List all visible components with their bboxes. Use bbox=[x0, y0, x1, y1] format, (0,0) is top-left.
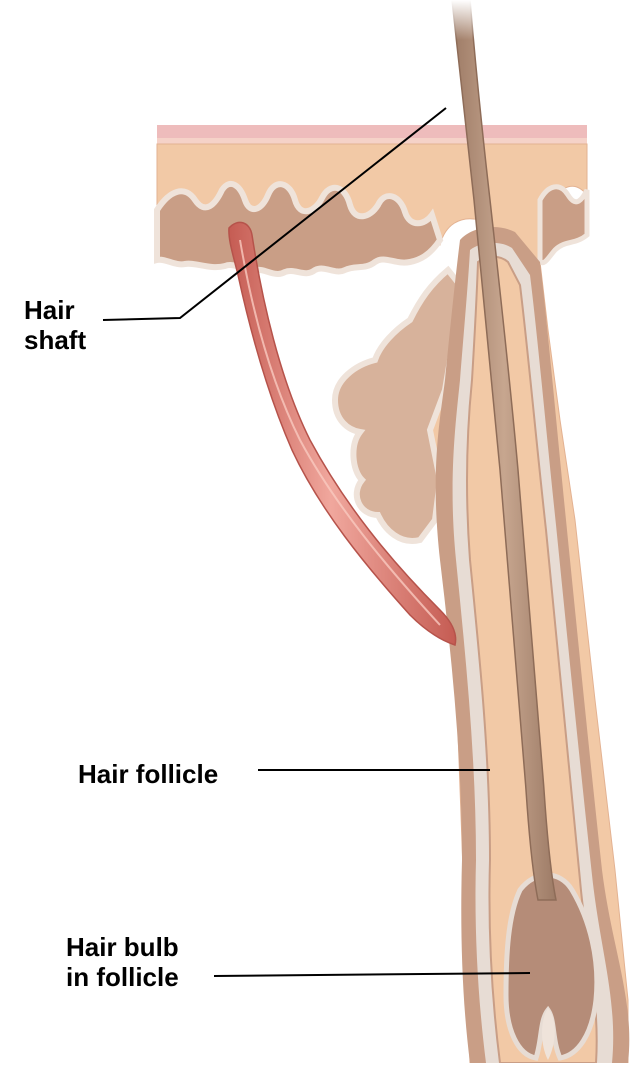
follicle-neck-ridge bbox=[540, 187, 587, 263]
hair-shaft-label-line2: shaft bbox=[24, 325, 86, 355]
epidermis-edge bbox=[157, 138, 587, 144]
hair-top-fade bbox=[440, 0, 485, 40]
hair-bulb-label: Hair bulb in follicle bbox=[66, 932, 179, 992]
hair-bulb-label-line1: Hair bulb bbox=[66, 932, 179, 962]
hair-shaft-label-line1: Hair bbox=[24, 295, 86, 325]
hair-follicle-label: Hair follicle bbox=[78, 759, 218, 789]
hair-follicle-label-text: Hair follicle bbox=[78, 759, 218, 789]
hair-bulb-label-line2: in follicle bbox=[66, 962, 179, 992]
hair-shaft-label: Hair shaft bbox=[24, 295, 86, 355]
